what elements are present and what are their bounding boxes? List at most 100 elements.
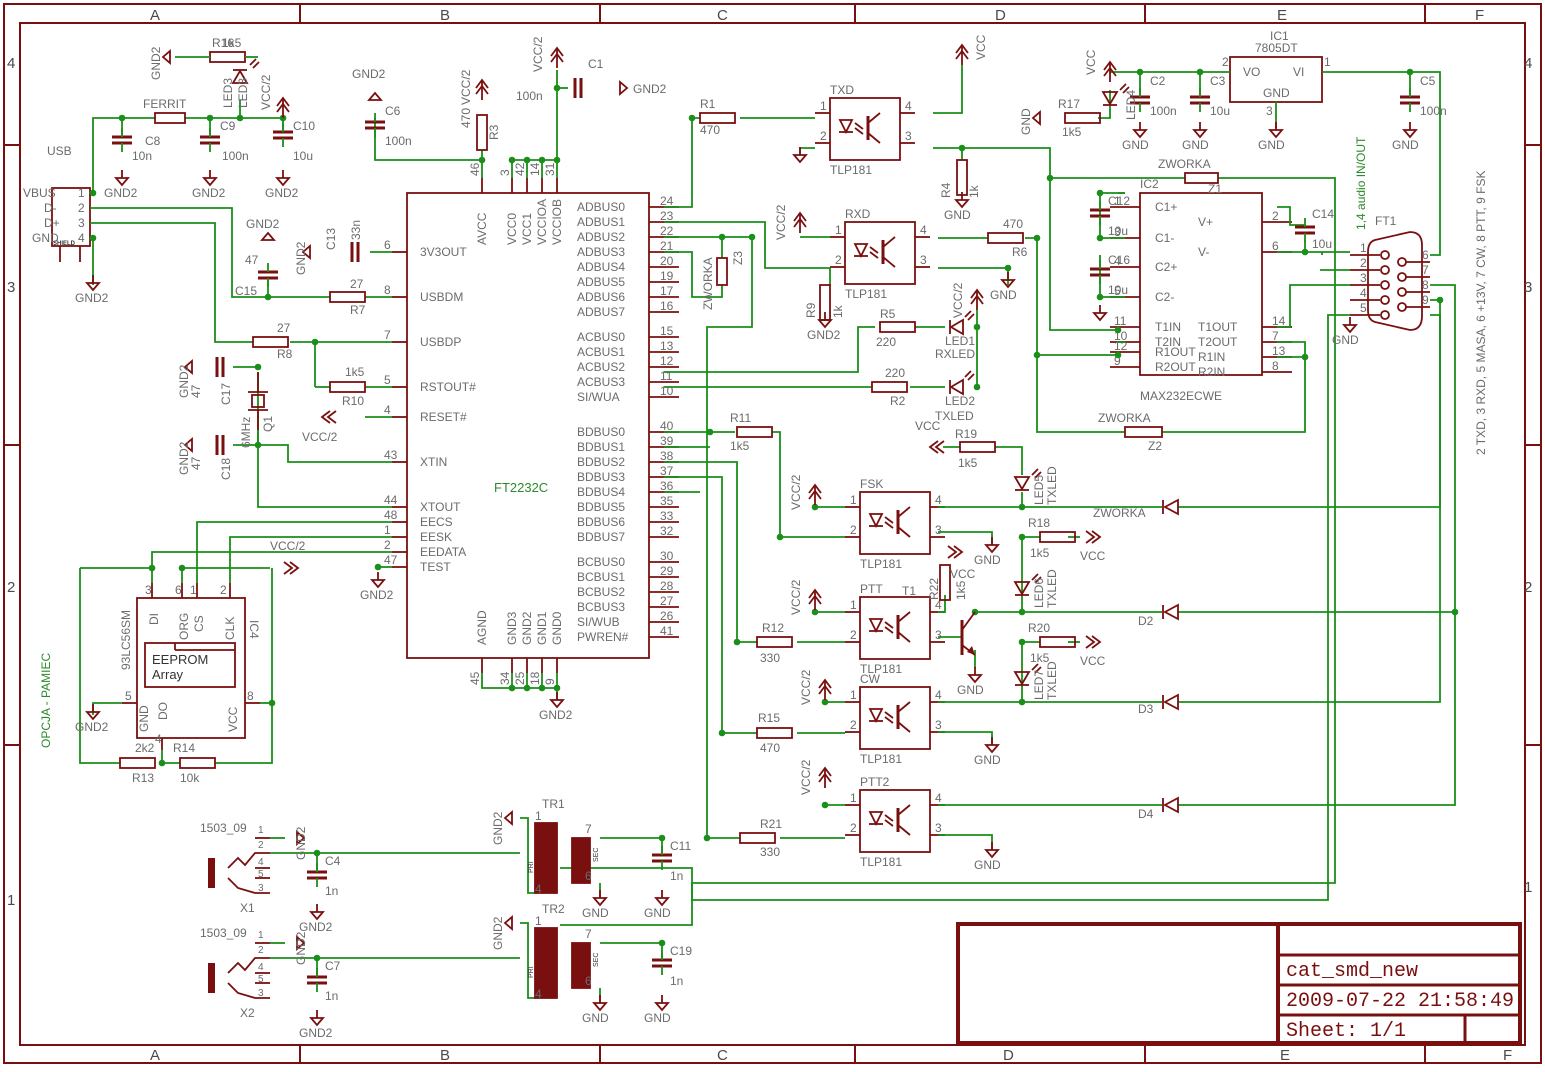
ft2232c-pin-num: 33 <box>660 509 674 523</box>
max232-pin-num: 11 <box>1114 314 1127 328</box>
gnd-symbol: GND2 <box>360 572 394 602</box>
resistor-ref: R2 <box>890 394 906 408</box>
jack-x1: 1503_09 X1 1 2 4 5 3 <box>200 821 270 915</box>
ft2232c-pin-num: 47 <box>384 553 398 567</box>
db9-pin-num: 2 <box>1360 256 1367 270</box>
capacitor-value: 10u <box>1312 237 1332 251</box>
capacitor-value: 1n <box>325 989 338 1003</box>
capacitor-value: 10u <box>1108 283 1128 297</box>
resistor-value: 220 <box>885 366 905 380</box>
resistor-ref: R21 <box>760 817 782 831</box>
reg-gnd: GND <box>1263 86 1290 100</box>
tr-pin: 1 <box>535 914 542 928</box>
vcc-symbol: VCC/2 <box>459 69 489 105</box>
opto-part: TLP181 <box>860 855 902 869</box>
ft2232c-pin-name: ACBUS0 <box>577 330 625 344</box>
transistor-ref: T1 <box>902 584 916 598</box>
opto-pin-num: 1 <box>850 493 857 507</box>
gnd-label: GND2 <box>491 811 505 845</box>
ft2232c-pin-num: 34 <box>498 671 512 685</box>
usb-pinnum: 3 <box>78 216 85 230</box>
ft2232c-pin-name: EESK <box>420 530 452 544</box>
ft2232c-pin-num: 5 <box>384 373 391 387</box>
ft2232c-pin-name: BDBUS7 <box>577 530 625 544</box>
opto-pin-num: 2 <box>835 253 842 267</box>
vcc-symbol: VCC <box>955 34 988 65</box>
gnd-label: GND2 <box>352 67 386 81</box>
gnd-label: GND2 <box>104 186 138 200</box>
ft2232c-pin-name: ADBUS0 <box>577 200 625 214</box>
usb-pin-vbus: VBUS <box>23 186 56 200</box>
gnd-label: GND <box>644 1011 671 1025</box>
ft2232c-pin-num: 13 <box>660 339 674 353</box>
row-label: 1 <box>1524 879 1532 896</box>
resistor-ref: R12 <box>762 621 784 635</box>
eeprom-pin-vcc: VCC <box>226 706 240 732</box>
col-label: D <box>995 7 1006 24</box>
vcc-label: VCC <box>1080 549 1106 563</box>
jack-pin: 5 <box>258 974 264 985</box>
ft2232c-right-pins: 24ADBUS023ADBUS122ADBUS221ADBUS320ADBUS4… <box>577 194 679 644</box>
resistor-value: 1k <box>831 304 845 318</box>
capacitor-ref: C14 <box>1312 207 1334 221</box>
gnd-symbol: GND <box>1392 122 1419 152</box>
eeprom-pinnum: 6 <box>175 583 182 597</box>
usb-pin-gnd: GND <box>32 231 59 245</box>
led-ref: LED2 <box>945 394 975 408</box>
resistor-value: 1k5 <box>222 36 242 50</box>
ft2232c-pin-name: ADBUS2 <box>577 230 625 244</box>
capacitor-value: 10n <box>132 149 152 163</box>
gnd-label: GND <box>1258 138 1285 152</box>
gnd-symbol: GND <box>990 272 1017 302</box>
transformer-tr1: TR1 PRI SEC 1 4 7 6 <box>528 797 600 896</box>
gnd-symbol: GND2 <box>299 904 333 934</box>
gnd-label: GND2 <box>299 1026 333 1040</box>
ft2232c-pin-name: BDBUS5 <box>577 500 625 514</box>
ft2232c-pin-num: 18 <box>528 671 542 685</box>
eeprom-pinnum: 5 <box>125 689 132 703</box>
row-label: 2 <box>1524 579 1532 596</box>
tr-pin: 4 <box>535 987 542 1001</box>
max232-pin-name: C2+ <box>1155 260 1177 274</box>
vcc-symbol: VCC <box>915 419 945 454</box>
capacitor-value: 1n <box>670 869 683 883</box>
gnd-symbol: GND <box>1332 317 1359 347</box>
led-ref: LED4 <box>1124 90 1138 120</box>
ft2232c-pin-num: 19 <box>660 269 674 283</box>
db9-pin-num: 3 <box>1360 271 1367 285</box>
resistor-ref: R14 <box>173 741 195 755</box>
jack-pin: 3 <box>258 988 264 999</box>
jack-ref: X2 <box>240 1006 255 1020</box>
gnd-label: GND <box>1019 108 1033 135</box>
gnd-label: GND2 <box>75 291 109 305</box>
led-ref: LED1 <box>945 334 975 348</box>
usb-pinnum: 2 <box>78 201 85 215</box>
capacitor-ref: C13 <box>324 228 338 250</box>
ft2232c-pin-num: 2 <box>384 538 391 552</box>
max232-pin-num: 4 <box>1114 254 1121 268</box>
gnd-symbol: GND <box>957 667 984 697</box>
capacitor-ref: C8 <box>145 134 161 148</box>
resistor-ref: R22 <box>927 578 941 600</box>
gnd-label: GND2 <box>633 82 667 96</box>
gnd-symbol: GND <box>644 890 671 920</box>
row-label: 1 <box>7 892 15 909</box>
crystal-value: 6MHz <box>239 417 253 448</box>
transformer-ref: TR1 <box>542 797 565 811</box>
junction-dots <box>89 68 1459 962</box>
resistor-ref: R6 <box>1012 245 1028 259</box>
